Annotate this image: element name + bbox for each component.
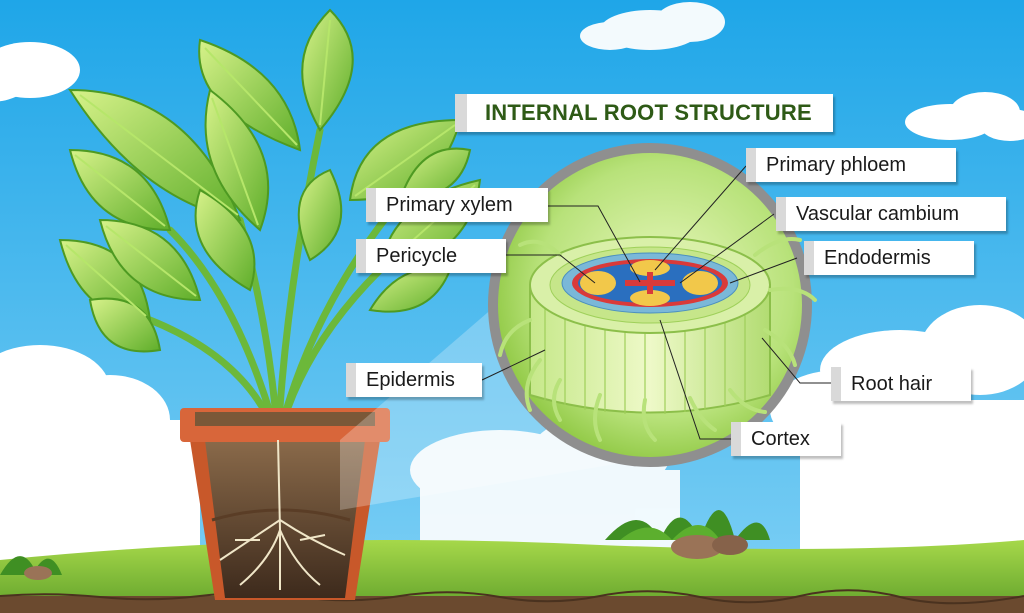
- soil-strip: [0, 596, 1024, 613]
- label-vascular-cambium: Vascular cambium: [776, 197, 1006, 231]
- flower-pot: [180, 408, 390, 600]
- label-cortex: Cortex: [731, 422, 841, 456]
- title-tab: [455, 94, 467, 132]
- label-primary-phloem: Primary phloem: [746, 148, 956, 182]
- label-primary-xylem: Primary xylem: [366, 188, 548, 222]
- label-text: Epidermis: [366, 368, 455, 391]
- label-pericycle: Pericycle: [356, 239, 506, 273]
- label-root-hair: Root hair: [831, 367, 971, 401]
- label-text: Vascular cambium: [796, 202, 960, 225]
- rock: [671, 535, 723, 559]
- title-text: INTERNAL ROOT STRUCTURE: [485, 100, 812, 125]
- label-text: Primary phloem: [766, 153, 907, 176]
- label-endodermis: Endodermis: [804, 241, 974, 275]
- label-text: Endodermis: [824, 246, 931, 269]
- label-text: Pericycle: [376, 244, 458, 267]
- label-text: Cortex: [751, 427, 810, 450]
- label-text: Primary xylem: [386, 193, 513, 216]
- magnified-root-view: [488, 143, 817, 467]
- plant-roots: [219, 439, 346, 590]
- label-text: Root hair: [851, 372, 933, 395]
- label-epidermis: Epidermis: [346, 363, 482, 397]
- diagram-title: INTERNAL ROOT STRUCTURE: [455, 94, 833, 132]
- leader-lines: [481, 165, 831, 440]
